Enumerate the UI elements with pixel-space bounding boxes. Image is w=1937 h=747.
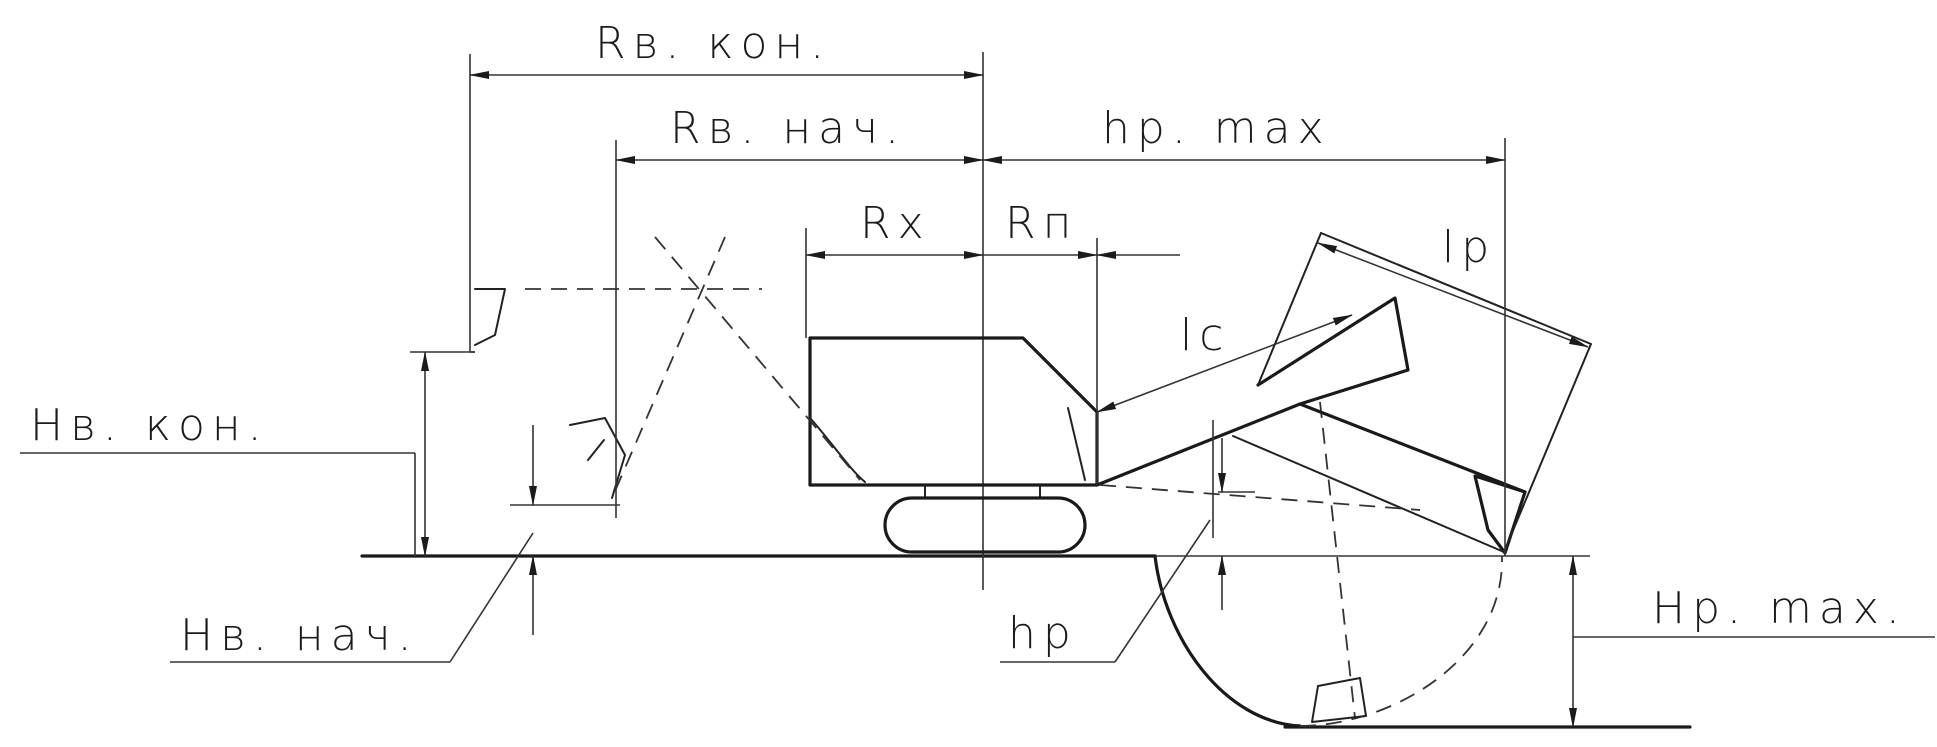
ghost-initial-position <box>474 236 1421 511</box>
label-hv-kon: Hв. кон. <box>30 400 269 451</box>
dimension-hr-max-right <box>1569 555 1935 728</box>
label-hr-max-top: hр. max <box>1102 103 1331 154</box>
extension-lines <box>469 54 1506 556</box>
dimension-hv-kon <box>20 351 475 557</box>
ground-line <box>360 554 1692 729</box>
label-hv-nach: Hв. нач. <box>180 610 419 661</box>
dimension-hr <box>1000 438 1226 663</box>
trench-arc <box>1153 401 1503 728</box>
label-lp: lр <box>1442 222 1496 273</box>
label-rp: Rп <box>1005 198 1078 249</box>
label-rv-kon: Rв. кон. <box>595 18 831 69</box>
label-hr-max-right: Hр. max. <box>1652 583 1907 634</box>
dimension-hv-nach <box>170 425 620 663</box>
excavator-stick <box>1256 296 1410 406</box>
dimension-lp <box>1317 242 1589 348</box>
dig-radius-frame <box>1232 232 1592 553</box>
excavator-track <box>883 496 1087 554</box>
excavator-boom <box>1095 296 1527 555</box>
label-rv-nach: Rв. нач. <box>670 103 906 154</box>
excavator-body <box>808 336 1099 554</box>
label-rx: Rx <box>860 198 931 249</box>
label-lc: lс <box>1180 310 1230 361</box>
label-hr: hр <box>1008 608 1078 659</box>
dimension-lc <box>1096 314 1353 413</box>
